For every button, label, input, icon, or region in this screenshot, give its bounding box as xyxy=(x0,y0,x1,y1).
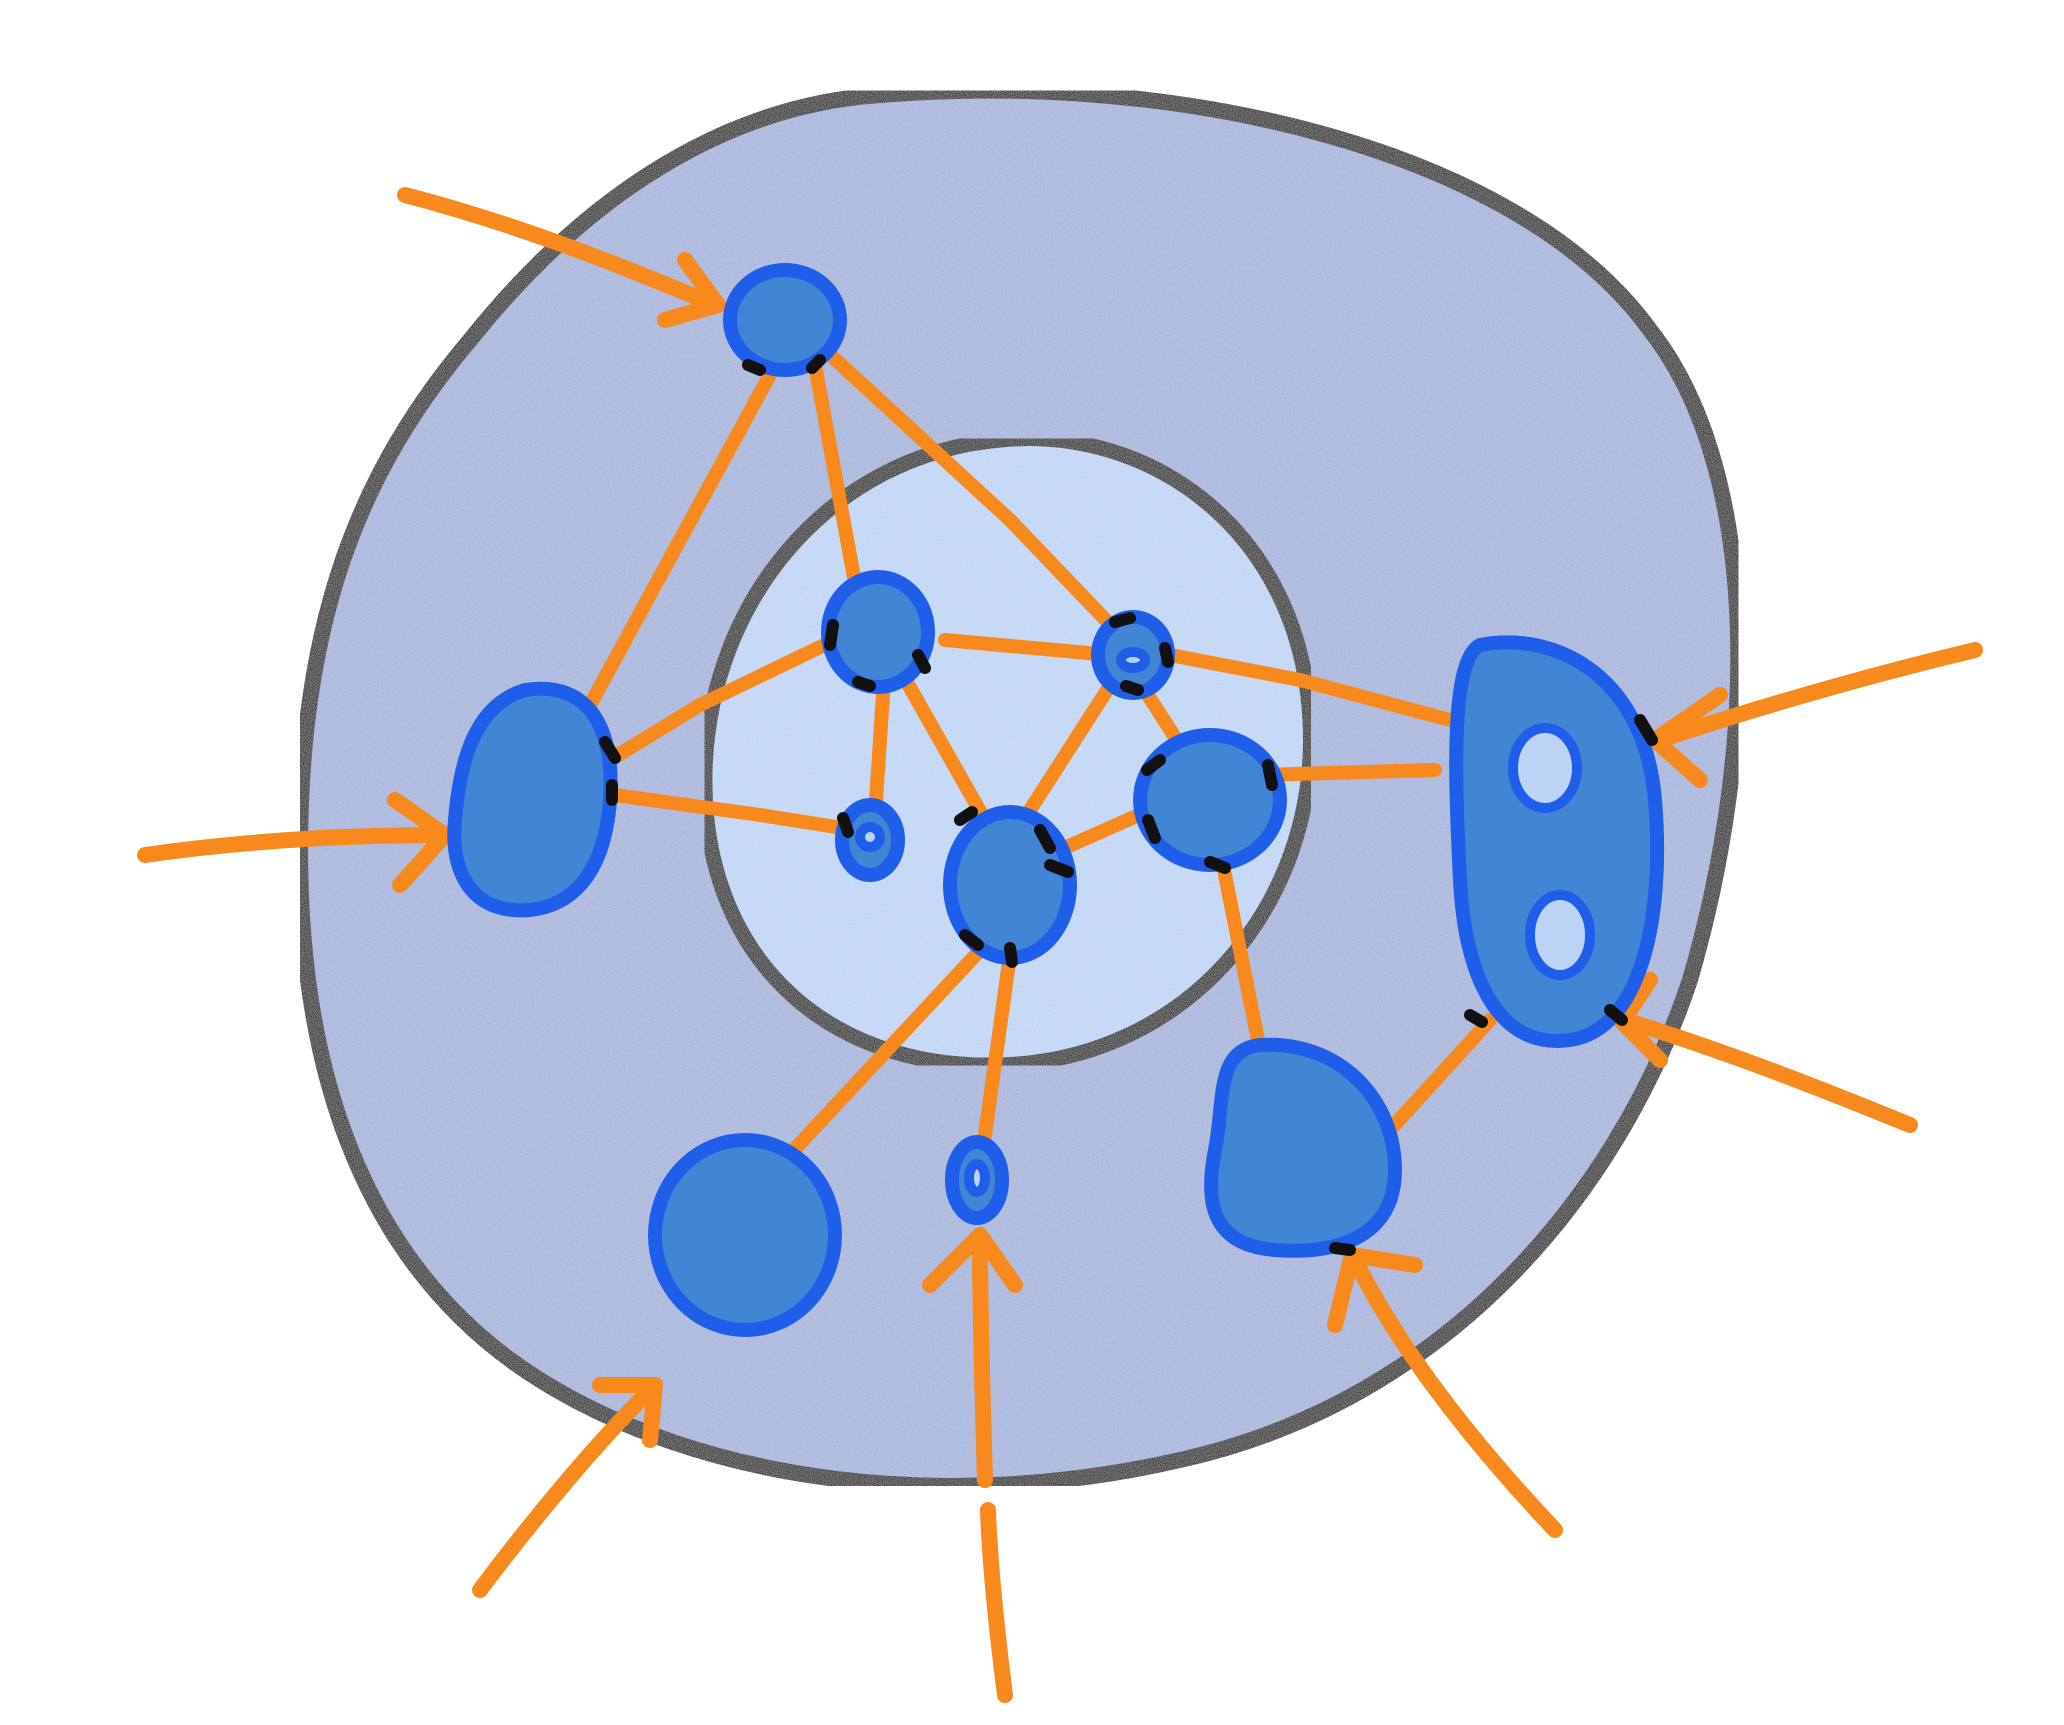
bottom-left-node xyxy=(648,1133,842,1337)
link-inner-c-right xyxy=(1163,648,1457,727)
contact-mark xyxy=(1044,859,1074,878)
link-top-inner-c xyxy=(818,343,1127,642)
link-inner-d-bottom-left xyxy=(773,938,992,1172)
contact-mark xyxy=(954,806,978,826)
link-top-inner-a xyxy=(808,358,867,617)
link-right-bottom-right xyxy=(1383,1013,1497,1137)
contact-mark xyxy=(1204,856,1231,874)
contact-mark xyxy=(1464,1009,1488,1028)
contact-mark xyxy=(1034,824,1056,854)
contact-mark xyxy=(806,354,826,374)
contact-mark xyxy=(1329,1242,1356,1256)
right-node xyxy=(1449,635,1665,1048)
inner-node-b xyxy=(835,798,905,882)
link-inner-d-bottom-small xyxy=(978,948,1017,1142)
contact-mark xyxy=(837,812,854,838)
arrow-to-top-node xyxy=(397,187,726,328)
arrow-to-outer-bottom xyxy=(980,1502,1013,1703)
top-node xyxy=(723,263,847,377)
link-left-inner-b xyxy=(608,788,862,837)
contact-mark xyxy=(1120,680,1144,696)
incoming-arrows xyxy=(137,187,1983,1703)
contact-mark xyxy=(1262,759,1278,791)
diagram-nodes xyxy=(447,263,1665,1337)
bottom-small-node xyxy=(945,1135,1009,1225)
left-node xyxy=(447,681,618,918)
link-inner-e-bottom-right xyxy=(1213,843,1267,1057)
link-top-left xyxy=(583,353,785,712)
link-left-inner-a xyxy=(603,628,852,767)
contact-mark xyxy=(1141,754,1166,776)
contact-mark xyxy=(852,676,876,692)
contact-mark xyxy=(1109,612,1136,628)
contact-mark xyxy=(1159,642,1174,668)
bottom-right-node xyxy=(1204,1037,1403,1258)
link-inner-a-c xyxy=(938,633,1117,662)
contact-mark xyxy=(742,359,766,376)
contact-mark xyxy=(1604,1004,1628,1026)
link-inner-e-d xyxy=(1053,803,1157,857)
link-inner-e-right xyxy=(1253,763,1442,782)
inner-node-c xyxy=(1091,610,1175,700)
link-inner-a-d xyxy=(893,663,992,827)
connection-lines xyxy=(583,343,1497,1172)
contact-mark xyxy=(959,929,984,951)
contact-mark xyxy=(1142,814,1161,844)
arrow-to-bottom-left-node xyxy=(472,1377,663,1598)
arrow-to-bottom-small-node xyxy=(922,1227,1023,1488)
contact-mark xyxy=(824,619,839,651)
contact-mark xyxy=(1634,714,1658,746)
contact-marks xyxy=(599,354,1658,1256)
contact-mark xyxy=(912,649,931,674)
contact-mark xyxy=(599,736,621,764)
link-inner-c-d xyxy=(1023,663,1127,817)
inner-node-a xyxy=(821,570,935,694)
arrow-to-left-node xyxy=(137,792,453,893)
contact-mark xyxy=(1004,942,1018,968)
